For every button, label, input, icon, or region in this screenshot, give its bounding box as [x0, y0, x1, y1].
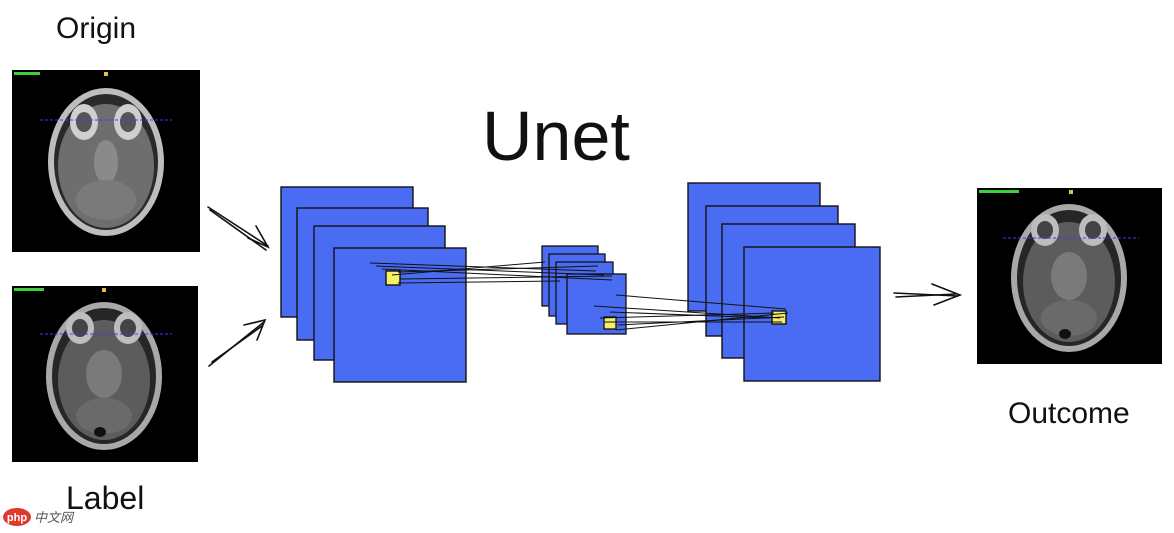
arrow-from-origin: [207, 206, 270, 251]
bottleneck-feature-patch: [603, 316, 617, 330]
output-arrow: [893, 283, 963, 306]
label-mri-image: [12, 286, 198, 462]
svg-text:php: php: [7, 512, 27, 524]
php-cn-watermark-logo: php 中文网: [2, 506, 92, 528]
origin-mri-image: [12, 70, 200, 252]
bottleneck-layers: [541, 245, 627, 335]
decoder-layers: [687, 182, 881, 382]
outcome-mri-image: [977, 188, 1162, 364]
diagram-title: Unet: [482, 97, 630, 175]
decoder-layer-4: [743, 246, 881, 382]
label-label: Label: [66, 480, 145, 516]
encoder-layer-4: [333, 247, 467, 383]
input-arrows: [207, 206, 270, 367]
encoder-feature-patch: [385, 270, 401, 286]
connection-lines: [369, 261, 789, 331]
bottleneck-layer-4: [566, 273, 627, 335]
outcome-label: Outcome: [1008, 397, 1130, 430]
origin-label: Origin: [56, 12, 137, 45]
arrow-from-label: [208, 318, 267, 367]
encoder-layers: [280, 186, 467, 383]
svg-text:中文网: 中文网: [34, 510, 75, 526]
